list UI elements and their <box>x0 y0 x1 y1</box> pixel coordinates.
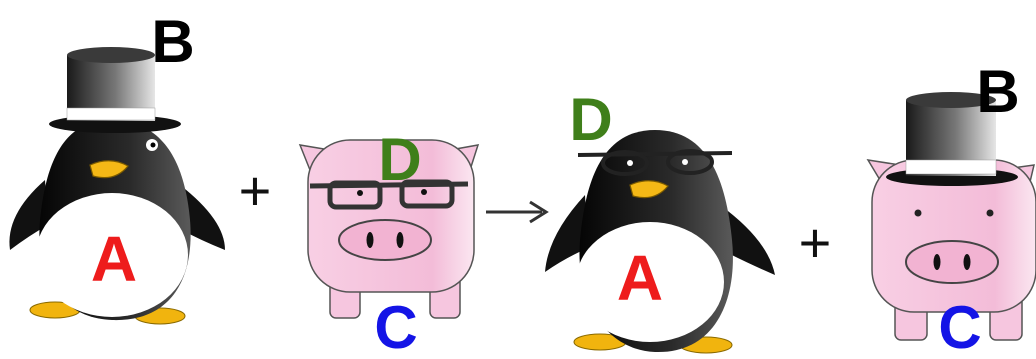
label-a: A <box>91 223 137 295</box>
product-pig: B C <box>866 58 1036 359</box>
penguin-icon <box>545 130 775 354</box>
product-penguin: D A <box>545 86 775 354</box>
label-a: A <box>617 242 663 314</box>
label-b: B <box>151 8 194 75</box>
plus-sign: + <box>799 211 832 274</box>
pig-icon <box>866 159 1036 341</box>
glasses-icon <box>309 179 469 210</box>
reactant-pig: D C <box>298 126 480 359</box>
label-d: D <box>378 126 421 193</box>
pig-icon <box>298 139 480 319</box>
top-hat-icon <box>886 92 1018 186</box>
reaction-arrow <box>486 200 549 224</box>
penguin-icon <box>9 120 225 325</box>
top-hat-icon <box>49 47 181 133</box>
reactant-penguin: A B <box>9 8 225 325</box>
label-c: C <box>938 294 981 359</box>
label-b: B <box>976 58 1019 125</box>
label-d: D <box>569 86 612 153</box>
label-c: C <box>374 294 417 359</box>
plus-sign: + <box>239 159 272 222</box>
glasses-icon <box>577 149 733 176</box>
